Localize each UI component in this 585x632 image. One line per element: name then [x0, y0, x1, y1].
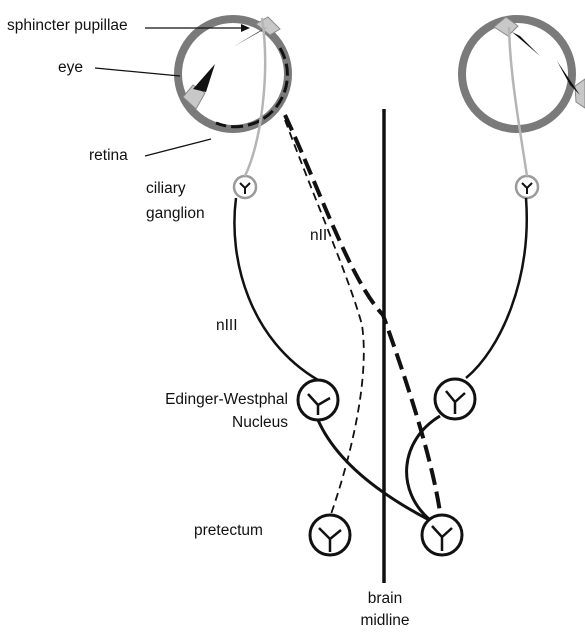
retina-leader-line: [144, 138, 212, 157]
left-retina: [215, 47, 289, 129]
label-brain-midline-1: brain: [367, 590, 403, 607]
right-oculomotor-nerve: [465, 197, 528, 379]
right-pretectum: [420, 513, 464, 557]
left-sphincter-left: [182, 84, 206, 110]
left-pretectum: [308, 513, 352, 557]
optic-nerve-crossing: [283, 114, 442, 513]
label-ciliary-ganglion-1: ciliary: [146, 180, 186, 197]
label-ew-nucleus-1: Edinger-Westphal: [165, 391, 288, 408]
left-eye: [174, 15, 292, 133]
label-eye: eye: [58, 59, 83, 76]
right-edinger-westphal-nucleus: [433, 377, 477, 421]
sphincter-leader-arrow: [241, 24, 250, 32]
pretectal-ew-fiber-left: [316, 419, 434, 524]
label-brain-midline-2: midline: [360, 612, 410, 629]
left-ciliary-ganglion: [232, 174, 258, 200]
left-sphincter-left-head: [193, 64, 215, 92]
right-ciliary-ganglion: [514, 174, 540, 200]
right-eye: [458, 15, 585, 133]
left-sphincter-top: [255, 16, 281, 36]
optic-nerve-ipsilateral: [284, 119, 365, 518]
label-pretectum: pretectum: [194, 522, 263, 539]
right-sphincter-top-head: [512, 32, 540, 56]
label-ciliary-ganglion-2: ganglion: [146, 205, 205, 222]
label-ew-nucleus-2: Nucleus: [232, 414, 288, 431]
left-edinger-westphal-nucleus: [296, 378, 340, 422]
label-optic-nerve: nII: [310, 227, 328, 244]
left-oculomotor-nerve: [233, 197, 319, 382]
pretectal-ew-fiber-right: [405, 414, 441, 522]
right-sphincter-right-head: [557, 61, 580, 95]
label-sphincter-pupillae: sphincter pupillae: [7, 17, 128, 34]
right-sphincter-right: [574, 78, 585, 109]
left-sphincter-top-head: [233, 27, 268, 47]
eye-leader-line: [94, 67, 181, 77]
label-oculomotor-nerve: nIII: [216, 317, 238, 334]
right-sphincter-top: [493, 16, 519, 37]
label-retina: retina: [89, 147, 128, 164]
right-short-ciliary-nerve: [507, 26, 529, 177]
left-short-ciliary-nerve: [243, 17, 267, 177]
